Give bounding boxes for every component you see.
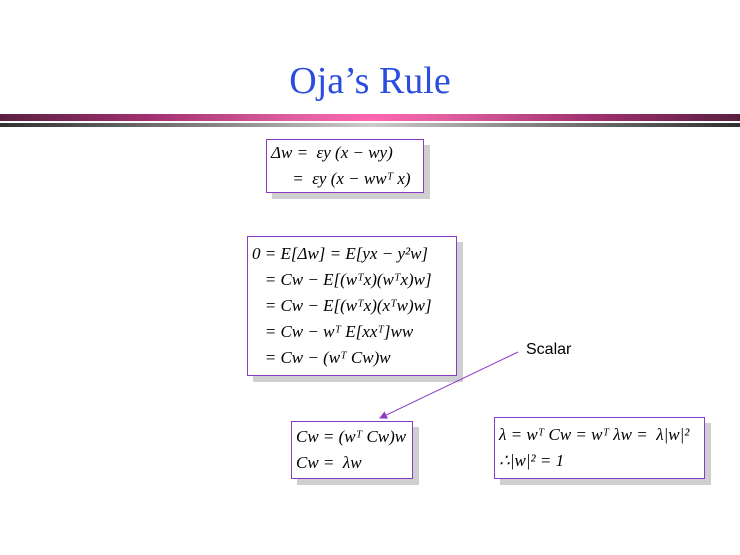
- equation-box-eigen: Cw = (wᵀ Cw)w Cw = λw: [291, 421, 413, 479]
- equation-line: = Cw − E[(wᵀx)(xᵀw)w]: [252, 296, 432, 315]
- equation-line: λ = wᵀ Cw = wᵀ λw = λ|w|²: [499, 425, 690, 444]
- equation-box-lambda: λ = wᵀ Cw = wᵀ λw = λ|w|² ∴|w|² = 1: [494, 417, 705, 479]
- equation-line: = εy (x − wwᵀ x): [271, 169, 411, 188]
- scalar-annotation: Scalar: [526, 341, 572, 358]
- slide-title: Oja’s Rule: [289, 60, 451, 102]
- divider-pink: [0, 114, 740, 121]
- divider-gray: [0, 123, 740, 127]
- equation-line: Cw = (wᵀ Cw)w: [296, 427, 407, 446]
- equation-line: 0 = E[Δw] = E[yx − y²w]: [252, 244, 429, 263]
- equation-line: ∴|w|² = 1: [499, 451, 565, 470]
- equation-line: Cw = λw: [296, 453, 362, 472]
- equation-line: Δw = εy (x − wy): [271, 143, 393, 162]
- equation-box-expectation: 0 = E[Δw] = E[yx − y²w] = Cw − E[(wᵀx)(w…: [247, 236, 457, 376]
- equation-line: = Cw − wᵀ E[xxᵀ]ww: [252, 322, 414, 341]
- equation-line: = Cw − (wᵀ Cw)w: [252, 348, 391, 367]
- equation-box-delta-w: Δw = εy (x − wy) = εy (x − wwᵀ x): [266, 139, 424, 193]
- equation-line: = Cw − E[(wᵀx)(wᵀx)w]: [252, 270, 432, 289]
